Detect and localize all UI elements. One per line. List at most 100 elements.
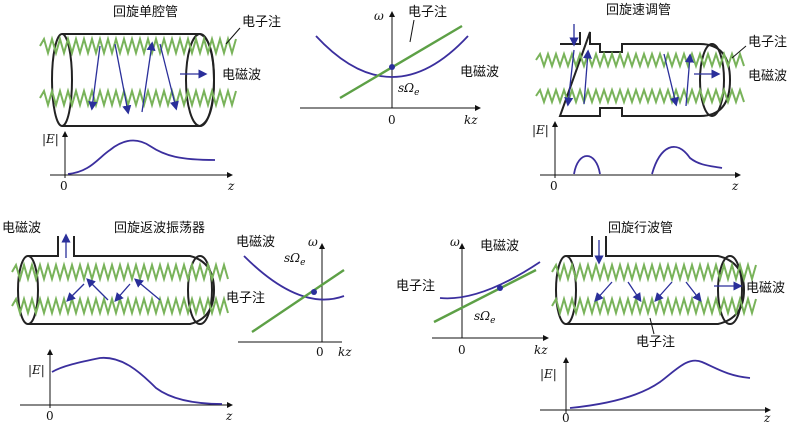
monotron-beam-leader: [225, 27, 241, 45]
bwo-body: [28, 236, 216, 325]
disp1-zero: 0: [388, 113, 396, 127]
twt-ray: [685, 281, 702, 303]
twt-body: [566, 236, 746, 325]
monotron-ray: [159, 43, 179, 111]
disp1-kz-label: kz: [464, 113, 478, 127]
klystron-ray: [663, 53, 679, 107]
bwo-e-label: |E|: [28, 363, 45, 377]
dispersion-twt-panel: ω 电磁波 电子注 sΩe 0 kz: [396, 235, 549, 357]
klystron-helix-bottom: [535, 86, 745, 106]
disp2-beam-line: [251, 269, 345, 333]
disp1-beam-leader: [409, 19, 415, 43]
gyro-twt-panel: 回旋行波管 电磁波 电子注 |E| 0 z: [540, 221, 785, 424]
disp1-wave-label: 电磁波: [460, 65, 499, 80]
disp2-cyclotron-label: sΩe: [284, 251, 305, 268]
disp3-zero: 0: [458, 343, 466, 357]
disp1-omega-label: ω: [374, 9, 384, 23]
bwo-exit-ellipse: [187, 255, 213, 325]
twt-beam-label: 电子注: [636, 335, 675, 350]
gyro-bwo-panel: 回旋返波振荡器 电磁波 |E| 0 z: [2, 221, 233, 423]
klystron-ray: [582, 49, 593, 105]
bwo-end-ellipse: [17, 255, 39, 325]
klystron-wave-label: 电磁波: [748, 69, 787, 84]
klystron-z-label: z: [731, 179, 739, 193]
klystron-ray: [684, 53, 695, 107]
disp2-omega-label: ω: [308, 235, 318, 249]
monotron-ray: [114, 43, 132, 115]
disp2-kz-label: kz: [338, 345, 352, 359]
disp1-beam-label: 电子注: [408, 5, 447, 20]
twt-z-label: z: [763, 411, 771, 424]
bwo-ray: [86, 278, 109, 301]
twt-helix-top: [551, 261, 757, 283]
bwo-z-label: z: [225, 409, 233, 423]
disp3-cyclotron-label: sΩe: [474, 309, 495, 326]
klystron-field-bump1: [573, 155, 601, 175]
twt-helix-bottom: [551, 295, 757, 317]
disp3-intersection: [497, 285, 503, 291]
disp2-wave-label: 电磁波: [236, 235, 275, 250]
disp1-beam-line: [339, 24, 463, 100]
klystron-ray: [564, 49, 575, 107]
monotron-zero: 0: [60, 179, 68, 193]
klystron-beam-leader: [731, 45, 747, 59]
disp2-intersection: [311, 289, 317, 295]
bwo-helix-top: [11, 261, 229, 283]
bwo-ray: [114, 283, 131, 302]
disp3-waveguide-curve: [439, 261, 541, 300]
monotron-field-curve: [67, 139, 216, 175]
bwo-ray: [134, 278, 161, 301]
monotron-wave-label: 电磁波: [222, 68, 261, 83]
twt-ray: [654, 281, 673, 302]
monotron-ray: [88, 45, 101, 111]
monotron-z-label: z: [227, 179, 235, 193]
disp2-waveguide-curve: [243, 255, 345, 301]
twt-ray: [627, 281, 642, 303]
twt-exit-ellipse: [717, 255, 743, 325]
dispersion-bwo-panel: ω 电磁波 sΩe 电子注 0 kz: [226, 235, 352, 359]
twt-ray: [594, 281, 613, 302]
gyro-monotron-title: 回旋单腔管: [113, 5, 178, 20]
bwo-helix-bottom: [11, 295, 229, 317]
twt-field-curve: [569, 359, 751, 409]
disp3-beam-line: [433, 268, 537, 324]
disp1-intersection: [389, 64, 395, 70]
gyroklystron-title: 回旋速调管: [606, 3, 671, 18]
gyroklystron-panel: 回旋速调管 电子注 电磁波 |E| 0 z: [532, 3, 787, 193]
disp1-cyclotron-label: sΩe: [398, 81, 419, 98]
klystron-beam-label: 电子注: [748, 35, 787, 50]
bwo-zero: 0: [46, 409, 54, 423]
twt-title: 回旋行波管: [608, 221, 673, 236]
monotron-ray: [141, 41, 156, 113]
gyro-monotron-panel: 回旋单腔管 电子注 电磁波 |E| 0 z: [39, 5, 281, 193]
disp3-kz-label: kz: [534, 343, 548, 357]
twt-beam-leader: [649, 317, 655, 335]
klystron-field-bump2: [651, 146, 723, 175]
bwo-ray: [66, 283, 85, 302]
klystron-exit-ellipse: [699, 43, 725, 117]
bwo-wave-label: 电磁波: [2, 221, 41, 236]
klystron-body: [558, 31, 732, 117]
twt-wave-label: 电磁波: [746, 281, 785, 296]
twt-e-label: |E|: [540, 367, 557, 381]
monotron-e-label: |E|: [42, 132, 59, 146]
monotron-helix-top: [39, 35, 237, 57]
disp3-omega-label: ω: [450, 235, 460, 249]
disp2-zero: 0: [316, 345, 324, 359]
dispersion-top-panel: ω 电子注 电磁波 sΩe 0 kz: [300, 5, 499, 127]
klystron-zero: 0: [550, 179, 558, 193]
bwo-field-curve: [51, 357, 223, 405]
monotron-beam-label: 电子注: [242, 15, 281, 30]
klystron-helix-top: [535, 50, 745, 70]
monotron-helix-bottom: [39, 87, 237, 109]
klystron-e-label: |E|: [532, 123, 549, 137]
monotron-exit-ellipse: [185, 33, 215, 127]
monotron-end-ellipse: [51, 33, 73, 127]
twt-zero: 0: [562, 411, 570, 424]
disp1-waveguide-curve: [315, 35, 469, 78]
disp2-beam-label: 电子注: [226, 291, 265, 306]
bwo-title: 回旋返波振荡器: [114, 221, 205, 236]
disp3-wave-label: 电磁波: [480, 239, 519, 254]
twt-end-ellipse: [555, 255, 577, 325]
